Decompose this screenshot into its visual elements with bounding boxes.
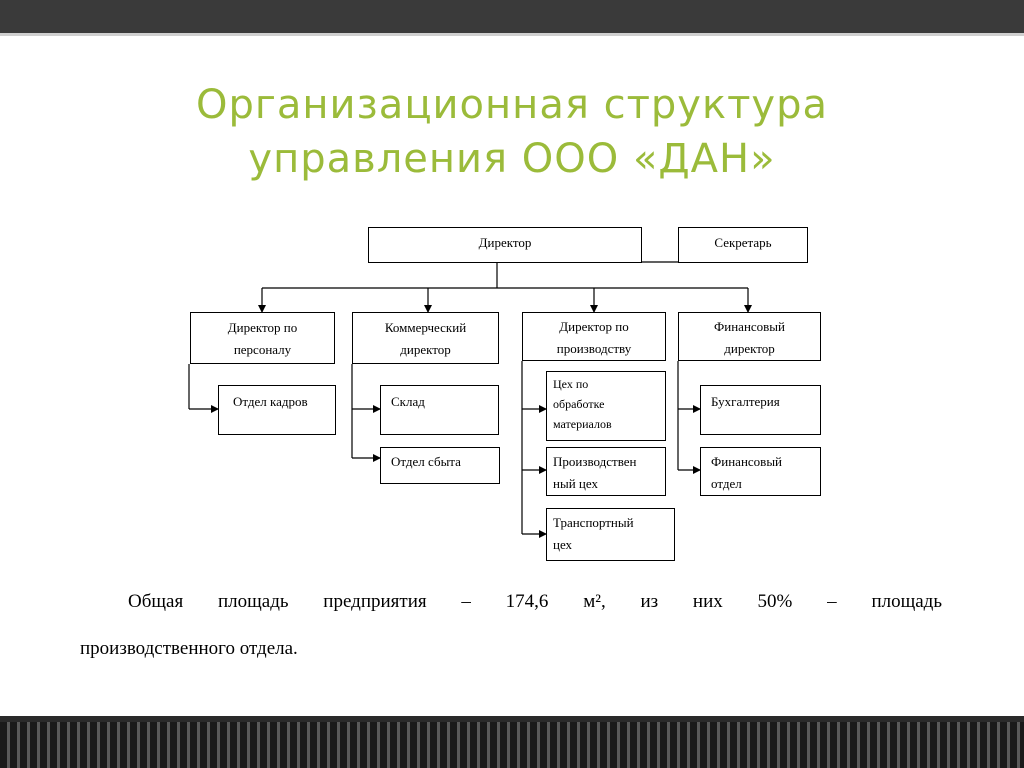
slide-title: Организационная структура управления ООО… <box>0 78 1024 186</box>
sales-dept-label: Отдел сбыта <box>391 454 461 469</box>
production-shop-label-2: ный цех <box>553 476 598 491</box>
accounting-box: Бухгалтерия <box>700 385 821 435</box>
warehouse-label: Склад <box>391 394 425 409</box>
finance-director-label-2: директор <box>724 341 775 356</box>
bottom-decor-bar <box>0 716 1024 768</box>
hr-dept-box: Отдел кадров <box>218 385 336 435</box>
commercial-director-label-1: Коммерческий <box>384 320 467 335</box>
finance-dept-label-1: Финансовый <box>711 454 783 469</box>
secretary-box: Секретарь <box>678 227 808 263</box>
processing-shop-label-3: материалов <box>553 417 612 431</box>
transport-shop-label-2: цех <box>553 537 573 552</box>
production-director-label-2: производству <box>556 341 632 356</box>
warehouse-box: Склад <box>380 385 499 435</box>
top-decor-bar <box>0 0 1024 36</box>
sales-dept-box: Отдел сбыта <box>380 447 500 484</box>
transport-shop-box: Транспортный цех <box>546 508 675 561</box>
slide-title-line-1: Организационная структура <box>195 82 828 128</box>
processing-shop-box: Цех по обработке материалов <box>546 371 666 441</box>
production-director-box: Директор по производству <box>522 312 666 361</box>
processing-shop-label-2: обработке <box>553 397 605 411</box>
area-note-line-1: Общая площадь предприятия – 174,6 м², из… <box>128 591 942 612</box>
finance-director-box: Финансовый директор <box>678 312 821 361</box>
finance-dept-box: Финансовый отдел <box>700 447 821 496</box>
finance-dept-label-2: отдел <box>711 476 742 491</box>
personnel-director-box: Директор по персоналу <box>190 312 335 364</box>
hr-dept-label: Отдел кадров <box>233 394 308 409</box>
production-shop-label-1: Производствен <box>553 454 637 469</box>
production-shop-box: Производствен ный цех <box>546 447 666 496</box>
personnel-director-label-2: персоналу <box>233 342 292 357</box>
slide-title-line-2: управления ООО «ДАН» <box>248 136 776 182</box>
director-box: Директор <box>368 227 642 263</box>
production-director-label-1: Директор по <box>559 319 629 334</box>
director-label: Директор <box>478 235 532 250</box>
transport-shop-label-1: Транспортный <box>553 515 634 530</box>
commercial-director-label-2: директор <box>400 342 451 357</box>
processing-shop-label-1: Цех по <box>553 377 589 391</box>
secretary-label: Секретарь <box>714 235 772 250</box>
area-note-line-2: производственного отдела. <box>80 638 298 659</box>
personnel-director-label-1: Директор по <box>227 320 298 335</box>
commercial-director-box: Коммерческий директор <box>352 312 499 364</box>
finance-director-label-1: Финансовый <box>713 319 785 334</box>
accounting-label: Бухгалтерия <box>711 394 780 409</box>
